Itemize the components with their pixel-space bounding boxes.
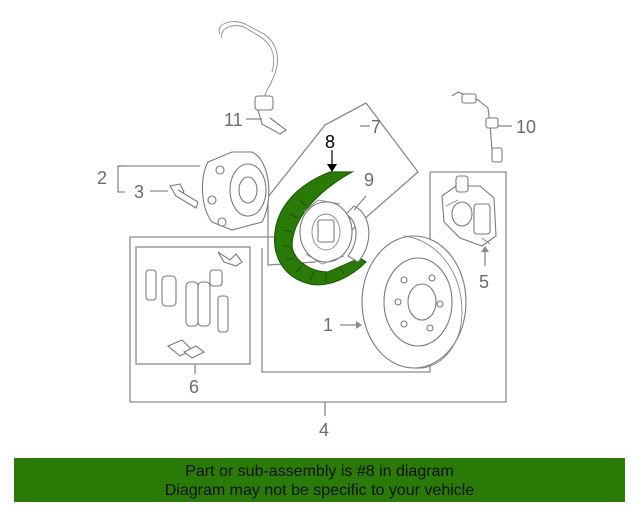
callout-1-arrowhead xyxy=(356,321,362,329)
callout-11: 11 xyxy=(224,110,243,130)
callout-6: 6 xyxy=(189,377,199,397)
part-10-brake-hose xyxy=(451,91,503,163)
callout-2-bracket xyxy=(117,165,125,193)
callout-4: 4 xyxy=(319,420,329,440)
callout-5: 5 xyxy=(479,272,489,292)
callout-9: 9 xyxy=(364,170,374,190)
group-6-frame xyxy=(135,246,251,365)
part-2-hub-bearing xyxy=(201,151,270,231)
part-3-hub-bolt xyxy=(169,183,199,209)
notice-line-1: Part or sub-assembly is #8 in diagram xyxy=(185,463,454,480)
part-5-caliper xyxy=(441,175,497,247)
part-6-brake-pads xyxy=(145,251,243,359)
callout-2: 2 xyxy=(97,168,107,188)
callout-1: 1 xyxy=(323,315,333,335)
part-8-dust-shield-ribs xyxy=(282,199,345,282)
group-4-frame xyxy=(129,171,507,403)
callout-3: 3 xyxy=(134,182,144,202)
part-9-parking-brake-shoe xyxy=(299,199,370,265)
notice-banner: Part or sub-assembly is #8 in diagram Di… xyxy=(14,458,625,502)
part-8-dust-shield xyxy=(274,171,367,286)
callout-8: 8 xyxy=(325,132,335,152)
callout-7: 7 xyxy=(371,117,381,137)
part-1-brake-rotor xyxy=(361,235,467,369)
notice-line-2: Diagram may not be specific to your vehi… xyxy=(164,482,475,499)
callout-8-arrowhead xyxy=(327,164,337,172)
callout-5-arrowhead xyxy=(481,246,489,252)
parts-diagram: 1 2 3 4 5 6 7 8 9 10 11 xyxy=(97,21,536,440)
callout-9-leader xyxy=(353,195,367,211)
callout-10: 10 xyxy=(516,117,536,137)
